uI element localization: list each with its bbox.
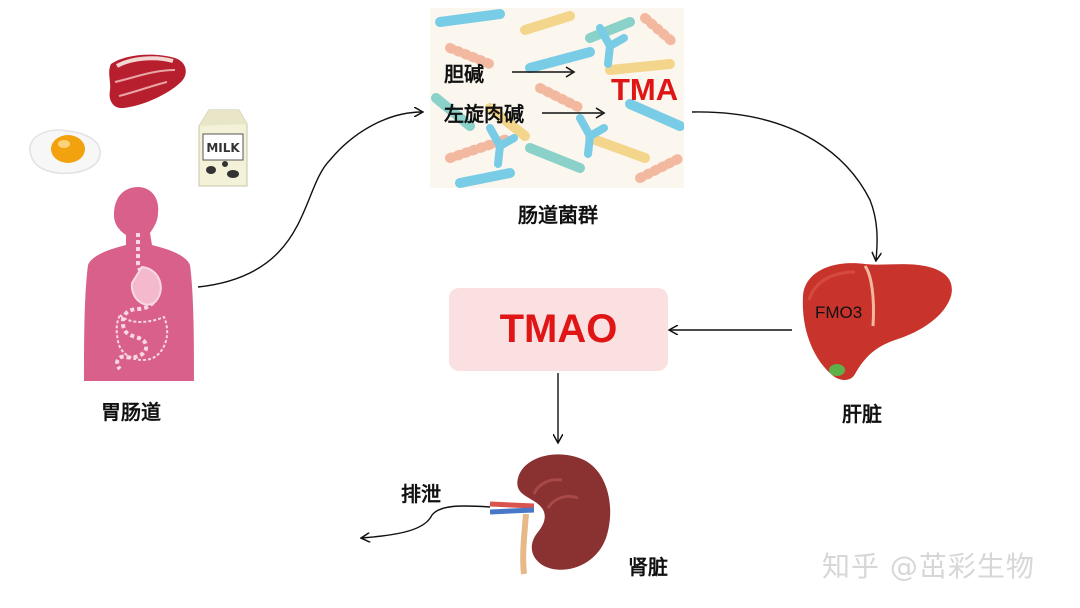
kidney-icon [489,454,611,575]
fmo3-label: FMO3 [815,303,863,322]
milk-carton-icon: MILK [198,109,248,187]
microbiota-label: 肠道菌群 [518,203,598,227]
tmao-box: TMAO [449,288,668,371]
gut-label: 胃肠道 [101,400,161,424]
arrow-excretion [362,505,491,538]
egg-icon [29,129,101,175]
carnitine-label: 左旋肉碱 [444,102,524,126]
svg-text:MILK: MILK [206,141,240,155]
arrow-gut-to-microbiota [197,112,422,288]
gi-body-icon [84,187,194,381]
arrow-microbiota-to-liver [691,111,877,260]
liver-icon [802,263,952,380]
excretion-label: 排泄 [401,482,441,506]
liver-label: 肝脏 [842,402,882,426]
meat-icon [109,54,186,109]
choline-label: 胆碱 [444,62,484,86]
kidney-label: 肾脏 [628,555,668,579]
microbiota-panel [430,8,684,188]
tma-label: TMA [611,72,679,107]
bacteria-pattern [431,9,684,188]
tmao-label: TMAO [499,307,618,351]
watermark: 知乎 @茁彩生物 [822,550,1035,583]
